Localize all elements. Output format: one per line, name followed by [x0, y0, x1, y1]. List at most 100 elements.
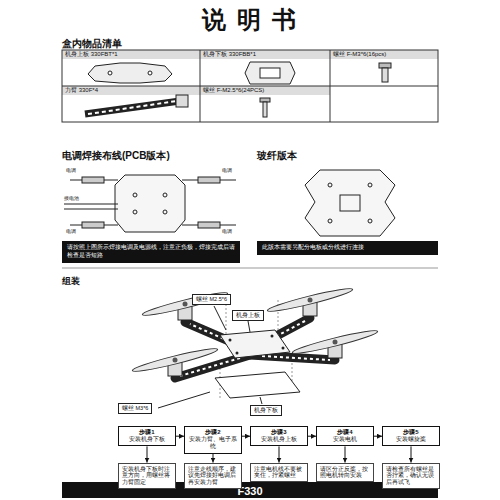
- flow-arrow: [147, 446, 148, 462]
- table-cell: 螺丝 F-M3*6(16pcs): [333, 51, 386, 58]
- screw-m3-part: [379, 63, 391, 82]
- frame-assembly: [236, 352, 239, 355]
- pcb-wiring-diagram: [64, 204, 118, 205]
- flow-arrow: [345, 446, 346, 462]
- node-text: 螺丝 M3*6: [122, 405, 148, 412]
- fiberglass-plate-diagram: [305, 170, 395, 236]
- node-text: 机身下板: [254, 407, 278, 414]
- pcb-wiring-diagram: [82, 177, 104, 183]
- frame-assembly: [215, 372, 300, 398]
- table-cell: 力臂 330F*4: [65, 87, 98, 94]
- table-cell: 机身上板 330FBT*1: [65, 51, 118, 58]
- top-plate-part: [148, 71, 152, 75]
- flow-arrow: [411, 446, 412, 462]
- step-box: 步骤1安装机身下板: [118, 426, 176, 446]
- node-text: 请按照上图所示焊接电调及电源线，注意正负极，焊接完成后请检查是否短路: [67, 244, 235, 260]
- fiberglass-plate-diagram: [340, 195, 360, 211]
- part-callout: 机身上板: [232, 310, 264, 321]
- pcb-wiring-diagram: [198, 177, 220, 183]
- table-cell: 机身下板 330FBB*1: [203, 51, 256, 58]
- top-plate-part: [108, 71, 112, 75]
- parts-table: [62, 50, 438, 122]
- frame-assembly: [229, 339, 232, 342]
- pcb-wiring-diagram: [133, 210, 137, 214]
- fiberglass-plate-diagram: [305, 170, 395, 236]
- part-label: 电调: [222, 168, 232, 174]
- node-text: 螺丝 M2.5*6: [196, 296, 227, 303]
- node-text: 注意走线顺序，建议先焊接好电调后再安装力臂: [188, 466, 238, 487]
- node-text: 步骤5: [385, 429, 437, 436]
- frame-assembly: [131, 345, 218, 374]
- bottom-plate-part: [260, 68, 280, 78]
- node-subtext: 安装电机: [319, 436, 371, 443]
- fiberglass-plate-diagram: [328, 219, 332, 223]
- part-callout: 螺丝 M2.5*6: [192, 294, 231, 305]
- node-text: 注意电机线不要被夹住，拧紧螺丝: [254, 466, 304, 480]
- node-text: 此版本需要另配分电板或分线进行连接: [262, 244, 433, 252]
- node-text: 步骤3: [253, 429, 305, 436]
- part-label: 接电池: [64, 196, 79, 202]
- step-box: 步骤2安装力臂、电子系统: [184, 426, 242, 454]
- frame-assembly: [308, 298, 313, 303]
- arm-part: [85, 101, 180, 114]
- frame-assembly: [183, 302, 188, 307]
- arm-part: [85, 95, 188, 114]
- parts-table: [62, 86, 330, 95]
- frame-assembly: [131, 285, 378, 398]
- page-title: 说 明 书: [0, 4, 500, 36]
- step-box: 步骤4安装电机: [316, 426, 374, 446]
- node-text: 安装机身下板时注意方向，用螺丝将力臂固定: [122, 466, 172, 487]
- frame-assembly: [266, 285, 353, 314]
- pcb-wiring-diagram: [163, 210, 167, 214]
- leader-line: [158, 392, 210, 408]
- frame-assembly: [333, 340, 338, 345]
- section-heading: 电调焊接布线(PCB版本): [62, 150, 170, 162]
- screw-m3-part: [379, 63, 391, 68]
- frame-assembly: [220, 330, 290, 358]
- part-label: 电调: [66, 229, 76, 235]
- step-note: 请区分正反桨，按照电机转向安装: [316, 463, 374, 483]
- frame-assembly: [282, 347, 285, 350]
- pcb-wiring-diagram: [82, 222, 104, 228]
- arm-part: [176, 95, 188, 107]
- screw-m25-part: [260, 98, 270, 102]
- step-note: 注意电机线不要被夹住，拧紧螺丝: [250, 463, 308, 483]
- section-heading: 玻纤版本: [257, 150, 297, 162]
- pcb-wiring-diagram: [115, 175, 185, 232]
- leader-line: [158, 306, 262, 408]
- frame-assembly: [131, 285, 378, 374]
- step-note: 请检查所有螺丝是否拧紧，确认无误后再试飞: [382, 463, 440, 490]
- flow-arrow: [242, 436, 250, 437]
- bottom-plate-part: [245, 62, 295, 84]
- node-subtext: 安装螺旋桨: [385, 436, 437, 443]
- parts-table: [200, 50, 201, 122]
- frame-assembly: [250, 355, 335, 360]
- frame-assembly: [271, 335, 274, 338]
- fiberglass-plate-diagram: [368, 183, 372, 187]
- step-box: 步骤3安装机身上板: [250, 426, 308, 446]
- flow-arrow: [308, 436, 316, 437]
- part-label: 电调: [66, 168, 76, 174]
- pcb-wiring-diagram: [198, 222, 220, 228]
- node-text: 步骤2: [187, 429, 239, 436]
- frame-assembly: [168, 302, 342, 376]
- top-plate-part: [88, 63, 172, 83]
- leader-line: [214, 306, 226, 330]
- flow-arrow: [279, 446, 280, 462]
- frame-assembly: [173, 298, 338, 363]
- node-text: 机身上板: [236, 312, 260, 319]
- node-subtext: 安装力臂、电子系统: [187, 436, 239, 450]
- fiberglass-plate-diagram: [368, 219, 372, 223]
- step-note: 安装机身下板时注意方向，用螺丝将力臂固定: [118, 463, 176, 490]
- pcb-wiring-diagram: [163, 193, 167, 197]
- pcb-wiring-diagram: [64, 209, 118, 210]
- section-heading: 盒内物品清单: [62, 38, 122, 50]
- frame-assembly: [278, 300, 279, 330]
- pcb-wiring-diagram: [133, 193, 137, 197]
- leader-line: [260, 397, 262, 404]
- pcb-wiring-diagram: [64, 175, 236, 232]
- part-label: 电调: [222, 229, 232, 235]
- bottom-plate-part: [245, 62, 295, 84]
- step-box: 步骤5安装螺旋桨: [382, 426, 440, 446]
